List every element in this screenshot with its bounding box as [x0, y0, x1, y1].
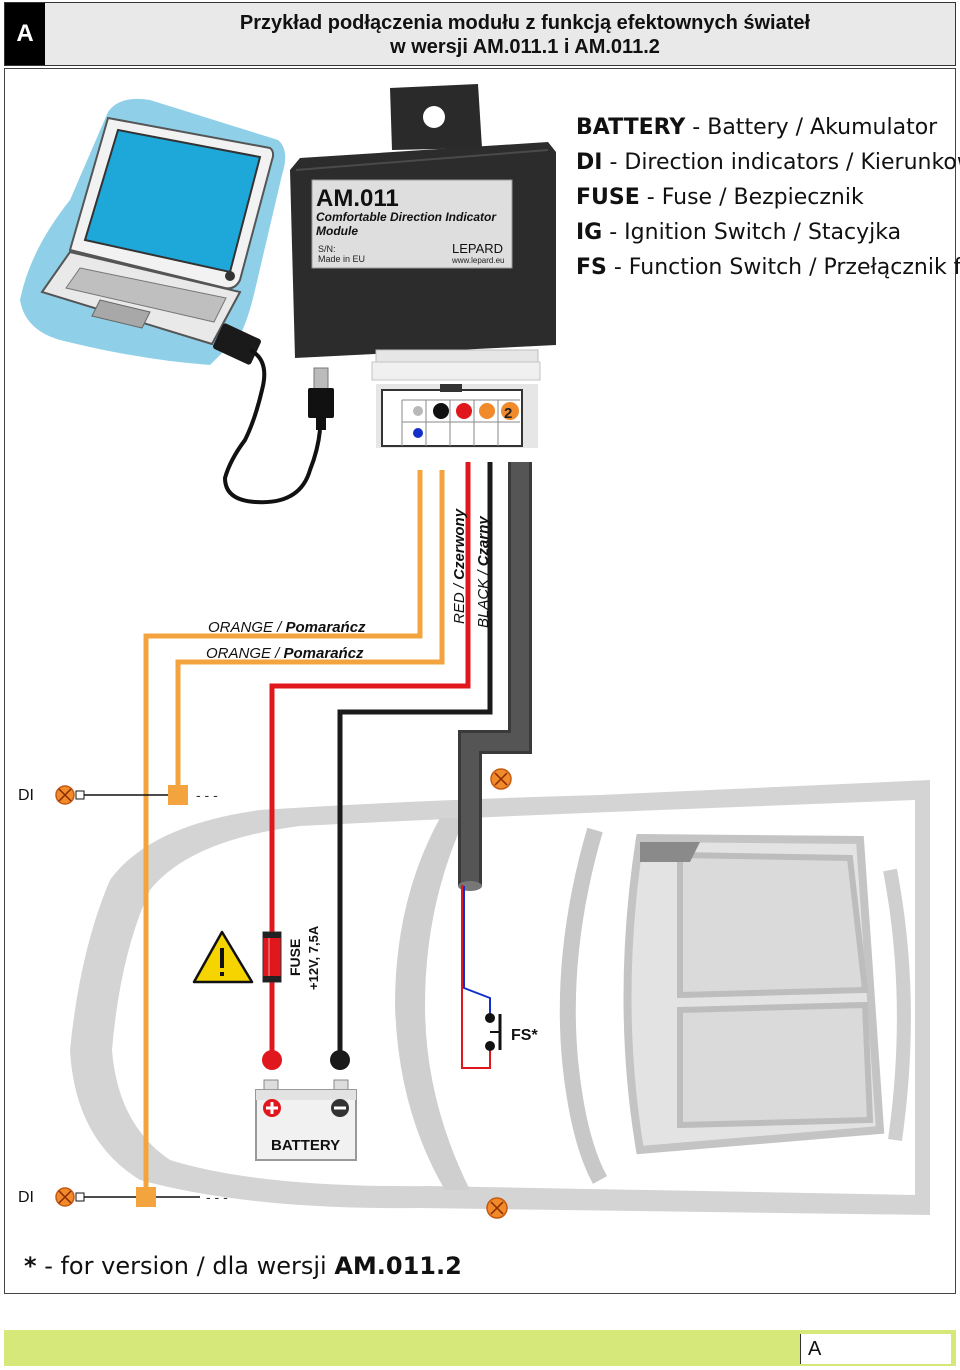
- module-sn: S/N:: [318, 244, 336, 254]
- label-di-top: DI: [18, 787, 34, 804]
- car-indicator-front: [490, 768, 512, 790]
- usb-cable: [213, 323, 334, 505]
- legend-item-fs: FS - Function Switch / Przełącznik funkc…: [576, 255, 960, 280]
- car-silhouette: [70, 780, 930, 1215]
- module-desc-2: Module: [316, 224, 358, 238]
- legend-item-di: DI - Direction indicators / Kierunkowska…: [576, 150, 960, 175]
- dots-top: - - -: [196, 787, 218, 803]
- legend: BATTERY - Battery / Akumulator DI - Dire…: [576, 115, 960, 280]
- laptop-icon: [20, 98, 286, 365]
- footnote: * - for version / dla wersji AM.011.2: [24, 1252, 462, 1280]
- title-line-1: Przykład podłączenia modułu z funkcją ef…: [239, 12, 811, 34]
- fs-switch: FS*: [461, 885, 538, 1069]
- terminal-negative: [330, 1050, 350, 1070]
- wire-black: [337, 462, 493, 1058]
- module-model: AM.011: [316, 185, 399, 212]
- label-black: BLACK / Czarny: [475, 516, 492, 628]
- wire-orange-2: [175, 470, 445, 796]
- footer-box: [800, 1334, 951, 1364]
- title-line-2: w wersji AM.011.1 i AM.011.2: [390, 36, 660, 58]
- connector-marker: 2: [504, 405, 512, 422]
- fuse-icon: [262, 931, 282, 983]
- label-fs: FS*: [511, 1027, 538, 1044]
- battery-icon: BATTERY: [255, 1079, 357, 1161]
- legend-item-fuse: FUSE - Fuse / Bezpiecznik: [576, 185, 864, 210]
- label-orange-2: ORANGE / Pomarańcz: [206, 645, 364, 662]
- label-fuse: FUSE: [287, 939, 303, 976]
- module-url: www.lepard.eu: [451, 256, 504, 265]
- footer-letter: A: [808, 1338, 822, 1360]
- label-battery: BATTERY: [271, 1137, 340, 1154]
- footer-bar: [4, 1330, 956, 1366]
- module-desc-1: Comfortable Direction Indicator: [316, 210, 497, 224]
- label-red: RED / Czerwony: [451, 508, 468, 624]
- di-bottom: DI - - -: [18, 1187, 228, 1207]
- module-brand: LEPARD: [452, 241, 503, 256]
- di-top: DI - - -: [18, 785, 218, 805]
- diagram-frame: [4, 68, 956, 1294]
- label-orange-1: ORANGE / Pomarańcz: [208, 619, 366, 636]
- header-badge: A: [5, 3, 45, 65]
- legend-item-ig: IG - Ignition Switch / Stacyjka: [576, 220, 901, 245]
- label-fuse-rating: +12V, 7,5A: [306, 925, 321, 990]
- wiring-diagram: AM.011 Comfortable Direction Indicator M…: [18, 84, 960, 1280]
- terminal-positive: [262, 1050, 282, 1070]
- label-di-bottom: DI: [18, 1189, 34, 1206]
- wire-orange-1: [143, 470, 423, 1198]
- wire-connector: 2: [376, 384, 538, 448]
- dots-bottom: - - -: [206, 1189, 228, 1205]
- am011-module: AM.011 Comfortable Direction Indicator M…: [290, 84, 556, 381]
- car-indicator-rear: [486, 1197, 508, 1219]
- warning-icon: [192, 930, 254, 984]
- legend-item-battery: BATTERY - Battery / Akumulator: [576, 115, 938, 140]
- page-title: Przykład podłączenia modułu z funkcją ef…: [205, 11, 845, 59]
- wire-red: [269, 462, 471, 1058]
- header-bar: A Przykład podłączenia modułu z funkcją …: [4, 2, 956, 66]
- module-made: Made in EU: [318, 254, 365, 264]
